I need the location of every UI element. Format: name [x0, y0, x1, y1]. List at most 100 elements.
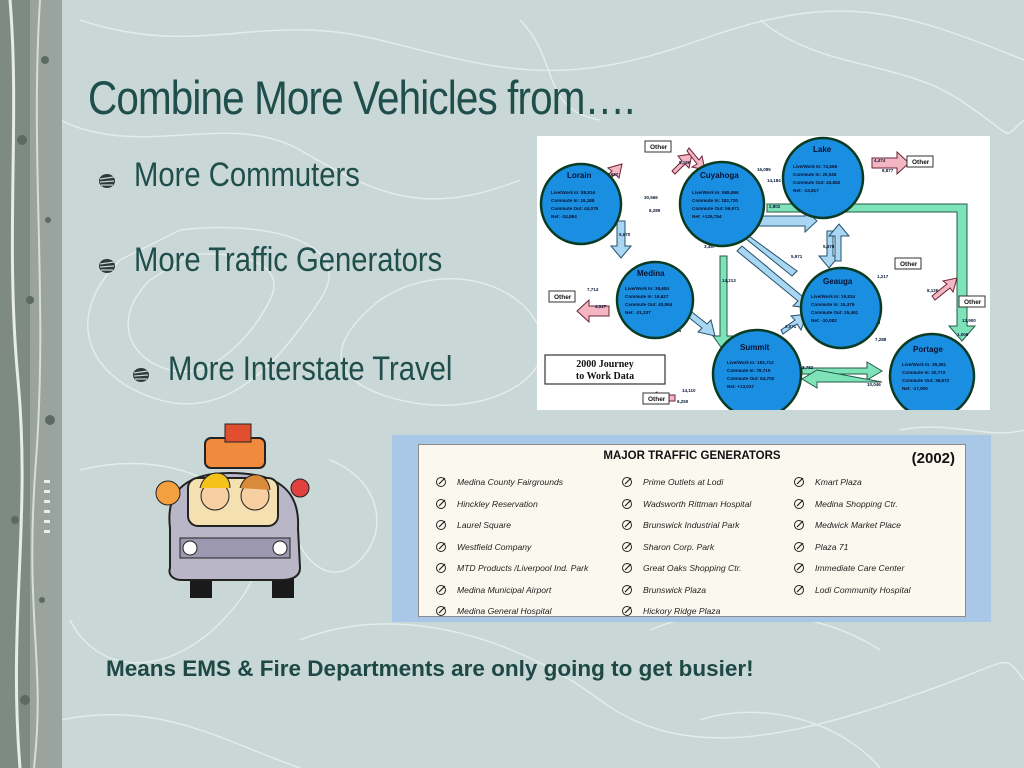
- bullet-more-interstate-travel: More Interstate Travel: [168, 350, 453, 388]
- traffic-generator-item: Laurel Square: [457, 520, 511, 530]
- traffic-generators-table: MAJOR TRAFFIC GENERATORS (2002) Medina C…: [418, 444, 966, 617]
- family-car-clipart: [155, 423, 310, 598]
- node-stat: Commute Out: 40,864: [625, 302, 673, 307]
- location-marker-icon: [622, 584, 632, 595]
- conclusion-text: Means EMS & Fire Departments are only go…: [106, 656, 754, 681]
- location-marker-icon: [622, 606, 632, 616]
- svg-text:13,900: 13,900: [962, 318, 976, 323]
- location-marker-icon: [436, 584, 446, 595]
- node-stat: Live/Work In: 19,834: [811, 294, 856, 299]
- traffic-generator-item: Medina Municipal Airport: [457, 584, 552, 595]
- svg-text:Other: Other: [648, 396, 666, 403]
- node-stat: Commute In: 19,627: [625, 294, 669, 299]
- svg-text:14,110: 14,110: [682, 388, 696, 393]
- svg-text:7,714: 7,714: [587, 287, 599, 292]
- node-stat: Net: -21,237: [625, 310, 651, 315]
- node-stat: Live/Work In: 39,351: [902, 362, 947, 367]
- svg-text:3,457: 3,457: [704, 244, 716, 249]
- traffic-generator-item: Medina County Fairgrounds: [457, 477, 564, 487]
- svg-text:5,186: 5,186: [679, 160, 691, 165]
- node-name-lorain: Lorain: [567, 171, 592, 180]
- node-stat: Net: +125,754: [692, 214, 722, 219]
- svg-text:Other: Other: [900, 261, 918, 268]
- node-geauga: [799, 266, 883, 350]
- node-stat: Net: -10,082: [811, 318, 837, 323]
- node-stat: Live/Work In: 565,866: [692, 190, 739, 195]
- traffic-generator-item: Hinckley Reservation: [457, 498, 538, 509]
- generators-year: (2002): [911, 450, 955, 467]
- traffic-generator-item: MTD Products /Liverpool Ind. Park: [457, 563, 589, 573]
- svg-text:Other: Other: [964, 299, 982, 306]
- node-name-portage: Portage: [913, 345, 943, 354]
- location-marker-icon: [622, 477, 632, 487]
- bullet-more-commuters: More Commuters: [134, 156, 360, 194]
- bullet-icon: [99, 174, 115, 188]
- traffic-generators-panel: MAJOR TRAFFIC GENERATORS (2002) Medina C…: [392, 435, 991, 622]
- location-marker-icon: [794, 477, 804, 487]
- diagram-caption-box: [544, 354, 666, 385]
- traffic-generator-item: Great Oaks Shopping Ctr.: [643, 563, 742, 573]
- traffic-generator-item: Prime Outlets at Lodi: [643, 477, 724, 487]
- generators-title: MAJOR TRAFFIC GENERATORS: [603, 450, 781, 462]
- node-stat: Live/Work In: 35,684: [625, 286, 670, 291]
- location-marker-icon: [436, 563, 446, 573]
- node-stat: Net: -24,884: [551, 214, 577, 219]
- traffic-generator-item: Medina General Hospital: [457, 606, 552, 616]
- node-name-lake: Lake: [813, 145, 832, 154]
- node-lake: [781, 136, 865, 220]
- location-marker-icon: [794, 541, 804, 552]
- svg-text:30,566: 30,566: [644, 195, 658, 200]
- node-summit: [711, 328, 803, 410]
- node-name-medina: Medina: [637, 269, 665, 278]
- node-medina: [615, 260, 695, 340]
- node-name-summit: Summit: [740, 343, 770, 352]
- svg-text:6,250: 6,250: [677, 399, 689, 404]
- svg-text:8,782: 8,782: [802, 365, 814, 370]
- location-marker-icon: [622, 520, 632, 530]
- svg-text:5,670: 5,670: [619, 232, 631, 237]
- svg-text:4,027: 4,027: [595, 304, 607, 309]
- svg-text:8,877: 8,877: [882, 168, 894, 173]
- svg-text:Other: Other: [912, 159, 930, 166]
- traffic-generator-item: Wadsworth Rittman Hospital: [643, 498, 752, 509]
- bullet-more-traffic-generators: More Traffic Generators: [134, 241, 443, 279]
- location-marker-icon: [794, 498, 804, 509]
- node-stat: Commute In: 19,188: [551, 198, 595, 203]
- bullet-icon: [99, 259, 115, 273]
- location-marker-icon: [622, 541, 632, 552]
- node-stat: Commute Out: 44,075: [551, 206, 599, 211]
- other-label: Other: [650, 144, 668, 151]
- node-stat: Commute In: 78,719: [727, 368, 771, 373]
- node-stat: Live/Work In: 72,668: [793, 164, 838, 169]
- svg-text:3,627: 3,627: [607, 172, 619, 177]
- traffic-generator-item: Brunswick Plaza: [643, 584, 707, 595]
- node-portage: [888, 332, 976, 410]
- node-stat: Commute Out: 38,672: [902, 378, 950, 383]
- node-stat: Net: +13,017: [727, 384, 754, 389]
- node-stat: Commute In: 15,379: [811, 302, 855, 307]
- traffic-generator-item: Lodi Community Hospital: [815, 584, 911, 595]
- traffic-generator-item: Hickory Ridge Plaza: [643, 606, 721, 616]
- traffic-generator-item: Medwick Market Place: [815, 520, 901, 530]
- node-stat: Live/Work In: 88,816: [551, 190, 596, 195]
- svg-text:10,046: 10,046: [867, 382, 881, 387]
- svg-text:7,288: 7,288: [875, 337, 887, 342]
- location-marker-icon: [622, 498, 632, 509]
- location-marker-icon: [794, 584, 804, 595]
- node-name-cuyahoga: Cuyahoga: [700, 171, 739, 180]
- node-stat: Net: -17,900: [902, 386, 928, 391]
- location-marker-icon: [436, 520, 446, 530]
- location-marker-icon: [436, 541, 446, 552]
- diagram-caption-line1: 2000 Journey: [576, 359, 634, 370]
- node-stat: Commute Out: 25,461: [811, 310, 859, 315]
- svg-text:1,217: 1,217: [877, 274, 889, 279]
- svg-text:8,289: 8,289: [649, 208, 661, 213]
- traffic-generator-item: Sharon Corp. Park: [643, 541, 715, 552]
- traffic-generator-item: Medina Shopping Ctr.: [815, 498, 898, 509]
- svg-text:3,071: 3,071: [785, 324, 797, 329]
- svg-text:8,126: 8,126: [927, 288, 939, 293]
- diagram-caption-line2: to Work Data: [576, 371, 634, 382]
- svg-text:14,213: 14,213: [722, 278, 736, 283]
